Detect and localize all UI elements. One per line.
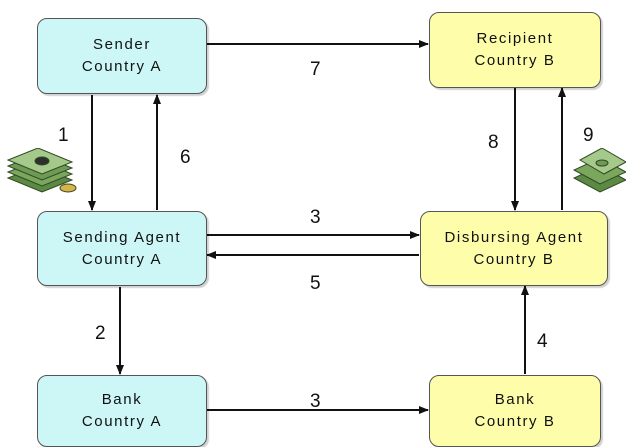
node-sending-agent-line2: Country A [81, 250, 163, 268]
node-sending-agent-line1: Sending Agent [62, 228, 182, 246]
money-stack-icon [6, 148, 77, 193]
node-disbursing-agent-line1: Disbursing Agent [444, 228, 584, 246]
node-sending-agent: Sending Agent Country A [37, 211, 207, 286]
edge-label-5: 5 [310, 273, 321, 294]
edge-label-3-agents: 3 [310, 207, 321, 228]
edge-label-3-banks: 3 [310, 391, 321, 412]
edge-label-8: 8 [488, 132, 499, 153]
edge-label-4: 4 [537, 331, 548, 352]
edge-label-6: 6 [180, 147, 191, 168]
edge-label-9: 9 [583, 125, 594, 146]
node-recipient-line2: Country B [474, 52, 556, 69]
node-disbursing-agent-line2: Country B [473, 250, 555, 268]
node-recipient: Recipient Country B [429, 12, 601, 88]
edge-label-1: 1 [58, 125, 69, 146]
node-bank-b-line1: Bank [494, 391, 536, 408]
node-sender-line2: Country A [81, 58, 163, 75]
node-bank-a-line1: Bank [101, 391, 143, 408]
node-recipient-line1: Recipient [476, 30, 554, 47]
node-bank-a-line2: Country A [81, 413, 163, 430]
node-sender-line1: Sender [93, 36, 151, 53]
edge-label-2: 2 [95, 323, 106, 344]
node-bank-b: Bank Country B [429, 375, 601, 447]
money-stack-icon [572, 148, 626, 193]
node-bank-a: Bank Country A [37, 375, 207, 447]
node-disbursing-agent: Disbursing Agent Country B [420, 211, 608, 286]
node-bank-b-line2: Country B [474, 413, 556, 430]
edge-label-7: 7 [310, 59, 321, 80]
node-sender: Sender Country A [37, 18, 207, 94]
